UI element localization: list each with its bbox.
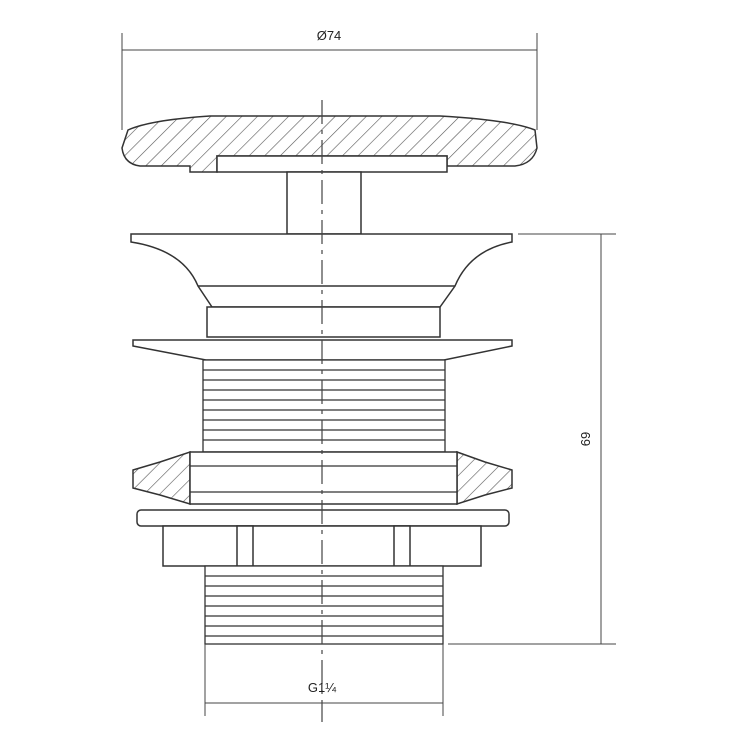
height-label: 69	[578, 432, 593, 446]
stem	[286, 171, 362, 235]
cap-insert	[216, 155, 448, 173]
upper-thread	[202, 359, 446, 453]
thread-label: G1¼	[308, 680, 336, 695]
lower-thread	[204, 565, 444, 645]
lower-washer	[136, 509, 510, 527]
diameter-label: Ø74	[317, 28, 342, 43]
height-dimension	[448, 233, 616, 645]
diameter-dimension	[121, 33, 538, 130]
cap-section	[121, 115, 538, 173]
gasket-ring	[132, 450, 513, 506]
thread-dimension	[204, 644, 444, 716]
